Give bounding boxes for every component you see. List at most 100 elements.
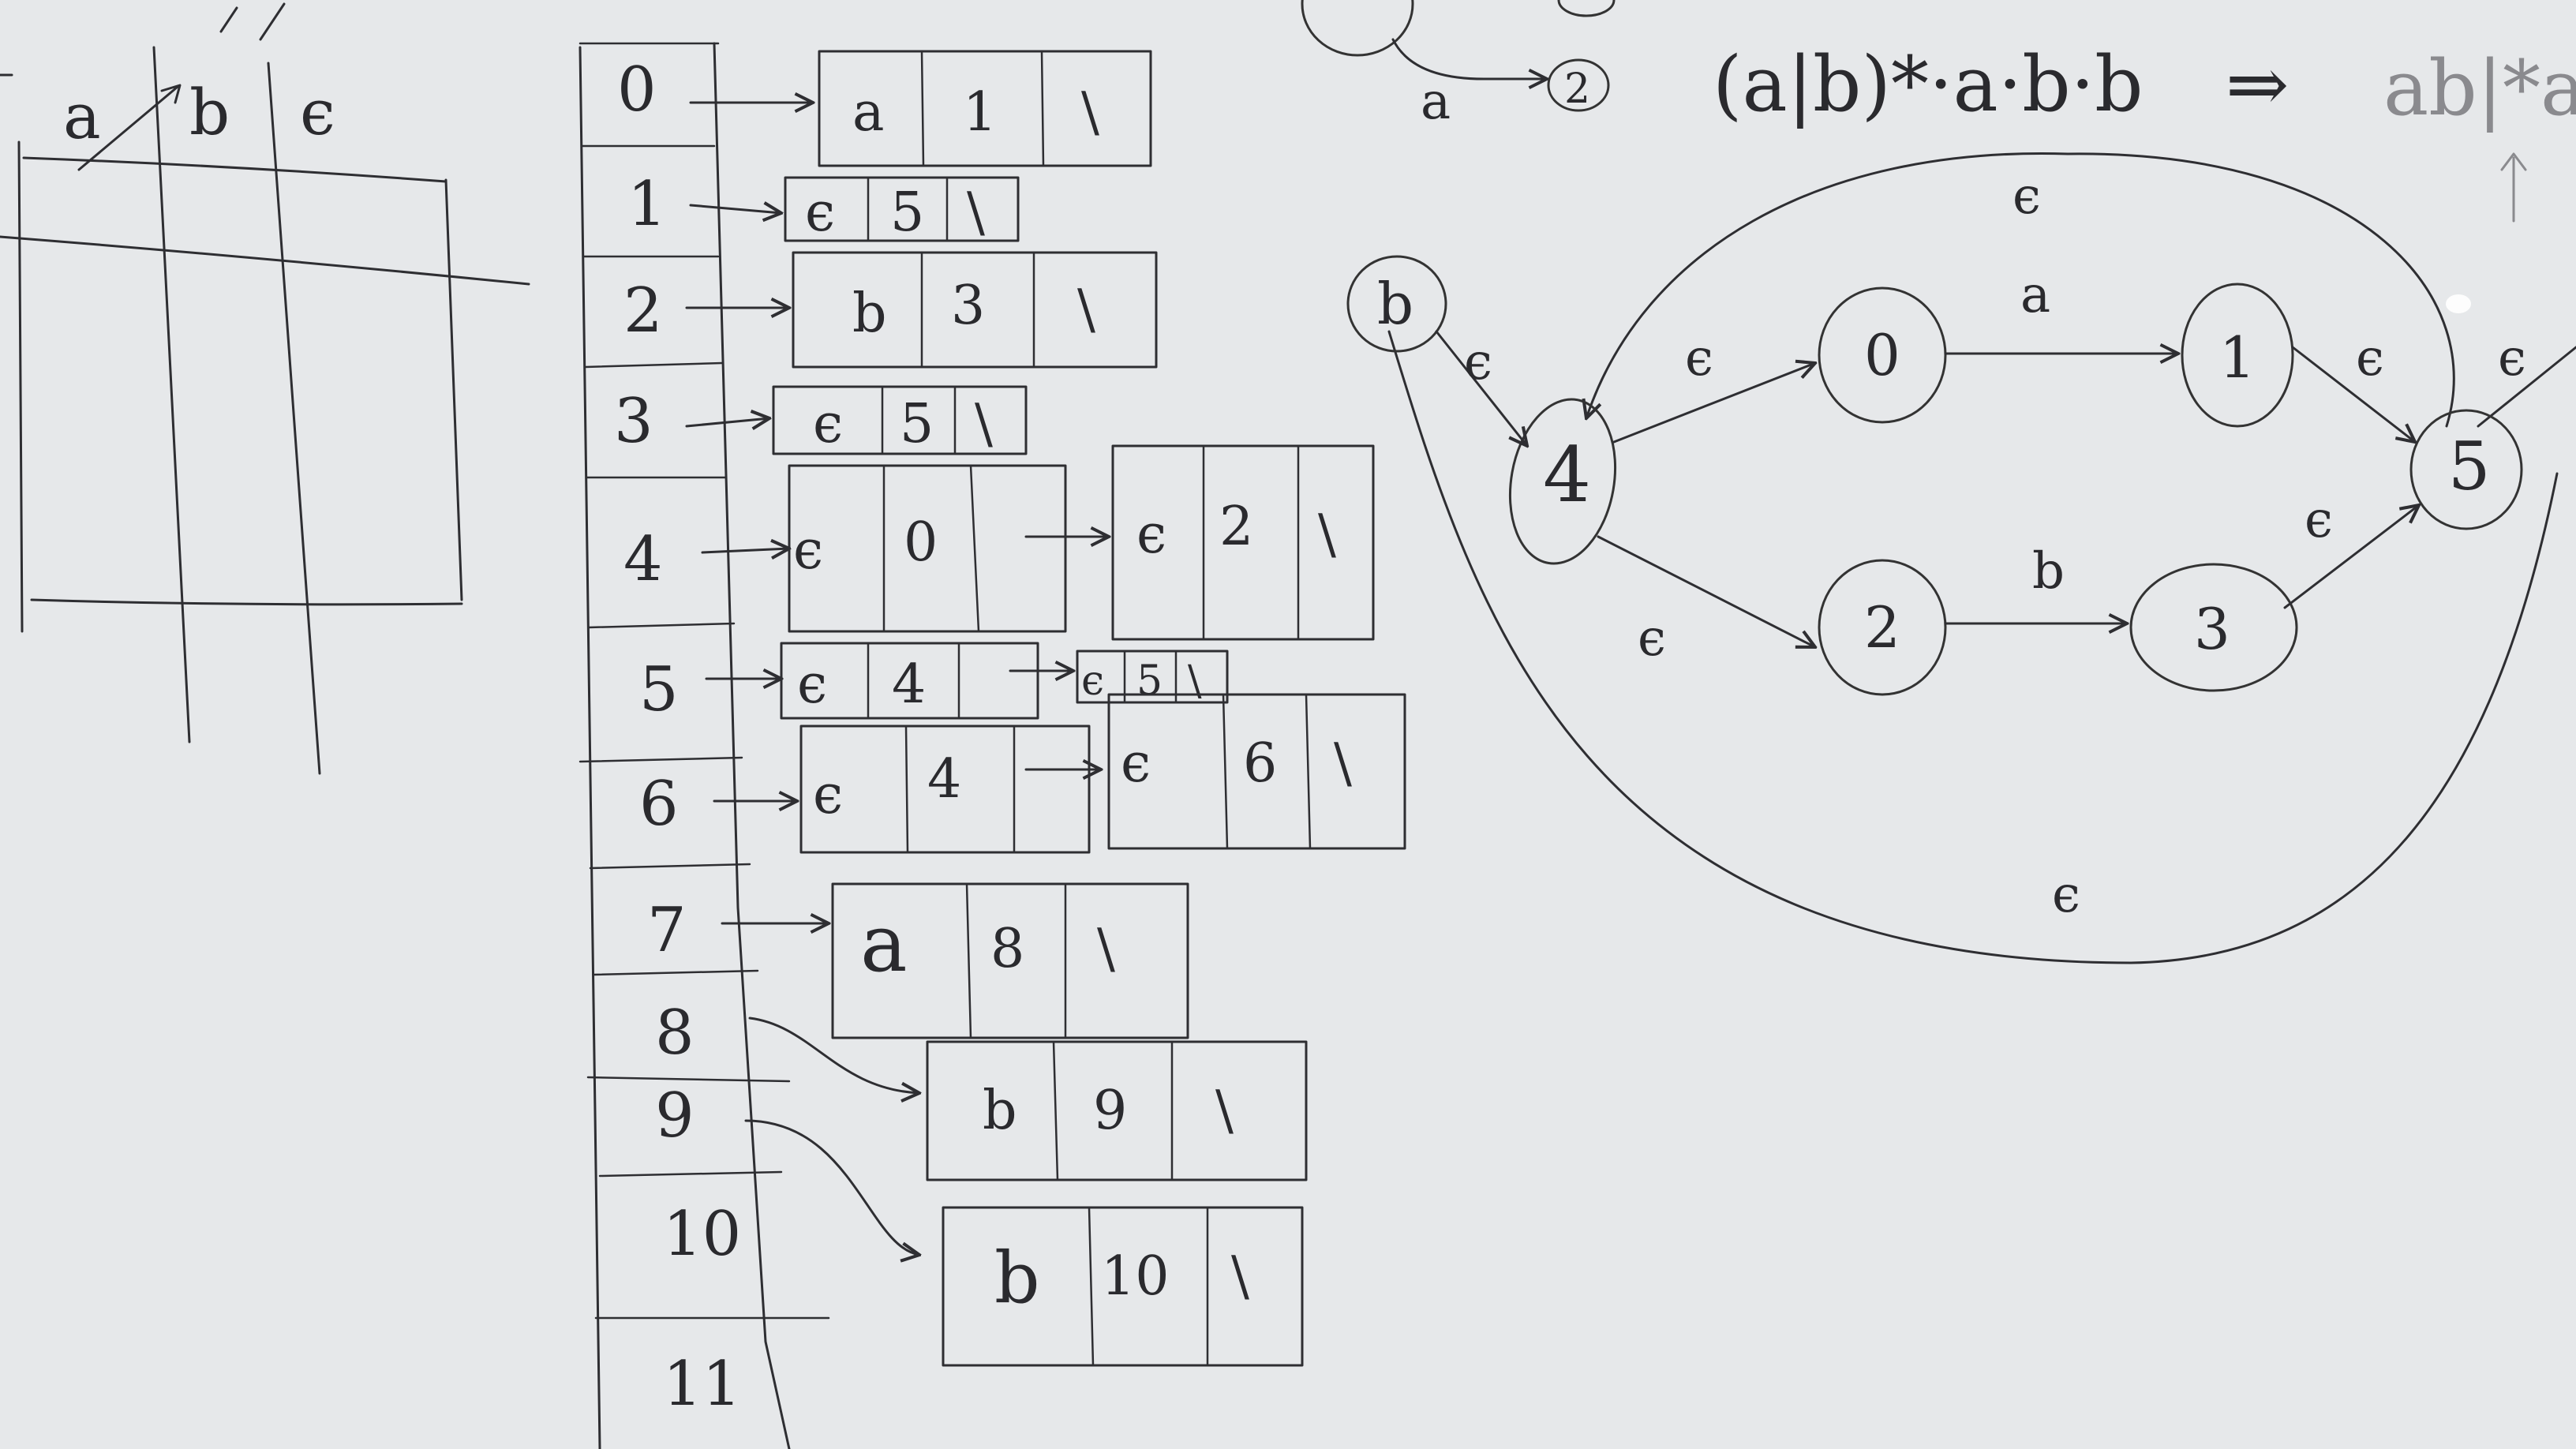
list-node [792,251,1158,369]
regex-arrow: ⇒ [2226,40,2289,129]
state-node [2129,563,2298,692]
node-next: \ [1077,279,1095,341]
node-target: 6 [1243,732,1277,795]
state-label: 1 [2219,324,2256,391]
edge-label: ϵ [1464,333,1492,391]
list-node [784,176,1020,242]
regex-formula: (a|b)*·a·b·b ⇒ ab|*a [1713,40,2576,223]
node-next: \ [1188,657,1202,705]
node-next: \ [1318,504,1336,566]
nfa-edge [1612,363,1815,444]
nfa-edge [2291,346,2415,442]
node-symbol: ϵ [813,393,843,455]
nfa-diagram: b 4 0 1 2 3 5 ϵ ϵ ϵ a b ϵ ϵ ϵ ϵ ϵ [1346,152,2576,964]
edge-label: ϵ [1685,329,1713,388]
edge-label: a [1421,73,1451,131]
state-label: 4 [1543,431,1591,519]
adjacency-index-array: 0 1 2 3 4 5 6 7 8 9 10 11 [578,42,830,1449]
node-target: 4 [927,748,961,811]
state-node [1818,559,1947,696]
node-next: \ [967,182,985,244]
edge-label: a [2020,266,2050,324]
index-cell: 5 [639,654,679,725]
node-next: \ [975,393,993,455]
regex-source: (a|b)*·a·b·b [1713,40,2144,129]
node-next: \ [1231,1245,1249,1308]
nfa-edge [2477,346,2576,428]
node-next: \ [1097,918,1115,980]
edge-label: ϵ [2012,167,2041,226]
nfa-edge [1586,152,2455,428]
state-label: 5 [2448,428,2490,505]
node-next: \ [1215,1080,1234,1142]
list-node [788,464,1067,633]
state-node [1547,58,1610,112]
edge-label: ϵ [2052,866,2080,924]
edge-label: ϵ [1638,609,1666,668]
list-node [818,50,1152,167]
node-symbol: b [852,283,887,345]
index-cell: 9 [655,1080,695,1151]
index-cell: 8 [655,998,695,1069]
state-label: 3 [2194,596,2230,662]
transition-table: a b ϵ [0,2,530,775]
node-target: 5 [1136,657,1163,705]
node-symbol: a [852,81,885,144]
node-target: 1 [963,81,997,144]
node-target: 2 [1219,496,1253,558]
node-symbol: ϵ [1081,657,1104,705]
index-cell: 10 [663,1199,741,1270]
nfa-edge [1597,535,1815,647]
state-node [1346,255,1447,353]
state-label: 0 [1864,322,1900,388]
node-target: 3 [951,275,985,337]
index-cell: 11 [663,1349,741,1420]
state-label: b [1377,271,1413,337]
list-node [926,1040,1308,1181]
node-symbol: ϵ [793,519,823,582]
table-header-a: a [63,80,101,153]
list-node [942,1206,1304,1367]
index-cell: 2 [623,275,663,346]
node-symbol: ϵ [797,653,827,716]
state-node [1301,0,1414,57]
index-cell: 6 [639,769,679,840]
nfa-edge [1435,330,1527,446]
node-symbol: a [860,897,908,990]
list-node [1107,693,1406,850]
node-target: 5 [900,393,934,455]
node-symbol: ϵ [1121,732,1151,795]
state-label: 2 [1564,66,1590,113]
list-node [831,882,1189,1039]
index-cell: 3 [614,386,653,457]
node-next: \ [1334,732,1352,795]
nfa-edge [1387,330,2559,964]
node-symbol: ϵ [1136,504,1166,566]
state-node [2181,283,2294,428]
node-symbol: b [983,1080,1017,1142]
state-node [1508,398,1617,565]
node-target: 0 [904,511,938,574]
edge-label: b [2032,542,2065,601]
regex-postfix: ab|*a [2383,44,2576,133]
node-target: 10 [1101,1245,1170,1308]
list-node [1111,444,1375,641]
list-node [799,724,1091,854]
node-symbol: ϵ [805,182,835,244]
list-node [1076,650,1229,704]
list-node [780,642,1039,720]
table-header-epsilon: ϵ [300,76,335,149]
index-cell: 1 [627,169,667,240]
node-symbol: ϵ [813,764,843,826]
nfa-edge [2283,505,2419,609]
edge-label: ϵ [2498,329,2526,388]
node-target: 4 [892,653,926,716]
edge-label: ϵ [2305,491,2333,549]
state-node [1818,286,1947,424]
glare-highlight [2446,294,2471,313]
state-node [1557,0,1616,17]
linked-list-nodes: a 1 \ ϵ 5 \ b 3 \ ϵ 5 \ ϵ 0 ϵ 2 [685,50,1406,1367]
edge-label: ϵ [2356,329,2384,388]
table-header-b: b [189,76,230,149]
